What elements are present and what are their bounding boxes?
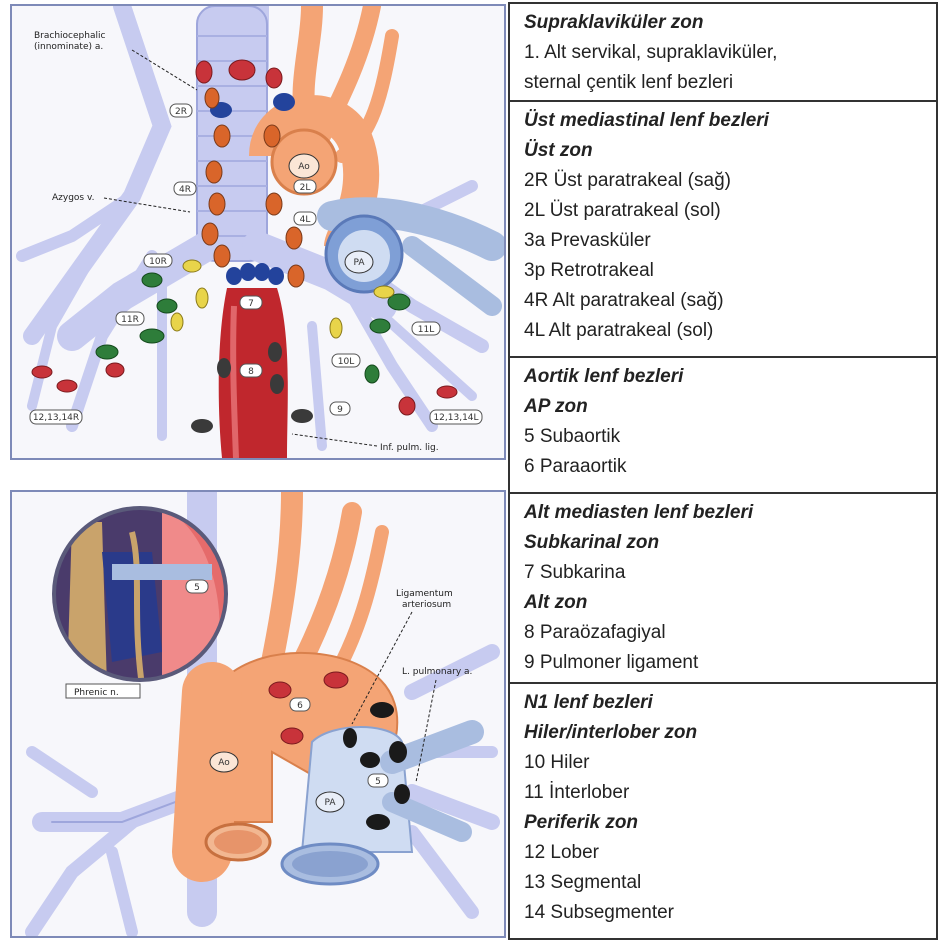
row4-zone1: Subkarinal zon [524,528,928,558]
row4-item3: 9 Pulmoner ligament [524,648,928,678]
row3-item: 5 Subaortik [524,422,928,452]
innominate-label: (innominate) a. [34,42,103,52]
row-lower-mediastinal: Alt mediasten lenf bezleri Subkarinal zo… [508,494,938,684]
row5-title: N1 lenf bezleri [524,688,928,718]
pa-label: PA [353,258,365,268]
row5-zone1: Hiler/interlober zon [524,718,928,748]
row1-title: Supraklaviküler zon [524,8,928,38]
row5-item4: 13 Segmental [524,868,928,898]
tag-2l: 2L [300,183,311,193]
brachiocephalic-label: Brachiocephalic [34,31,105,41]
row-supraclavicular: Supraklaviküler zon 1. Alt servikal, sup… [508,2,938,102]
bottom-ao-label: Ao [218,758,230,768]
row-n1: N1 lenf bezleri Hiler/interlober zon 10 … [508,684,938,940]
ao-label: Ao [298,162,310,172]
row2-item: 4R Alt paratrakeal (sağ) [524,286,928,316]
tag-11l: 11L [418,325,434,335]
row2-item: 3p Retrotrakeal [524,256,928,286]
row4-zone2: Alt zon [524,588,928,618]
row2-title: Üst mediastinal lenf bezleri [524,106,928,136]
tag-5: 5 [375,777,381,787]
arteriosum-label: arteriosum [402,600,451,610]
row-aortic: Aortik lenf bezleri AP zon 5 Subaortik 6… [508,358,938,494]
bottom-lymph-node-map: Ao PA 6 5 [10,490,506,938]
row2-item: 4L Alt paratrakeal (sol) [524,316,928,346]
row5-item1: 10 Hiler [524,748,928,778]
azygos-label: Azygos v. [52,193,94,203]
row3-zone: AP zon [524,392,928,422]
tag-6: 6 [297,701,303,711]
row2-zone: Üst zon [524,136,928,166]
tag-12-13-14r: 12,13,14R [33,413,79,423]
row4-item2: 8 Paraözafagiyal [524,618,928,648]
inf-pulm-lig-label: Inf. pulm. lig. [380,443,439,453]
phrenic-label: Phrenic n. [74,688,119,698]
bottom-anatomy-illustration: Ao PA 6 5 [12,492,504,936]
row3-item: 6 Paraaortik [524,452,928,482]
tag-4l: 4L [300,215,311,225]
row3-title: Aortik lenf bezleri [524,362,928,392]
top-lymph-node-map: Ao PA [10,4,506,460]
tag-9: 9 [337,405,343,415]
row2-item: 3a Prevasküler [524,226,928,256]
tag-11r: 11R [121,315,139,325]
top-anatomy-illustration: Ao PA [12,6,504,458]
row5-item2: 11 İnterlober [524,778,928,808]
row5-item5: 14 Subsegmenter [524,898,928,928]
row2-item: 2L Üst paratrakeal (sol) [524,196,928,226]
tag-10r: 10R [149,257,167,267]
l-pulmonary-label: L. pulmonary a. [402,667,472,677]
tag-4r: 4R [179,185,191,195]
tag-7: 7 [248,299,254,309]
row1-line1: 1. Alt servikal, supraklaviküler, [524,38,928,68]
tag-12-13-14l: 12,13,14L [433,413,478,423]
row5-zone2: Periferik zon [524,808,928,838]
lymph-node-zone-table: Supraklaviküler zon 1. Alt servikal, sup… [508,2,938,940]
tag-8: 8 [248,367,254,377]
ligamentum-label: Ligamentum [396,589,453,599]
row4-item1: 7 Subkarina [524,558,928,588]
bottom-neck-arteries [272,492,382,662]
row2-item: 2R Üst paratrakeal (sağ) [524,166,928,196]
tag-2r: 2R [175,107,187,117]
inset-tag-5: 5 [194,583,200,593]
row5-item3: 12 Lober [524,838,928,868]
row1-line2: sternal çentik lenf bezleri [524,68,928,98]
tag-10l: 10L [338,357,354,367]
row-upper-mediastinal: Üst mediastinal lenf bezleri Üst zon 2R … [508,102,938,358]
bottom-pa-label: PA [324,798,336,808]
row4-title: Alt mediasten lenf bezleri [524,498,928,528]
